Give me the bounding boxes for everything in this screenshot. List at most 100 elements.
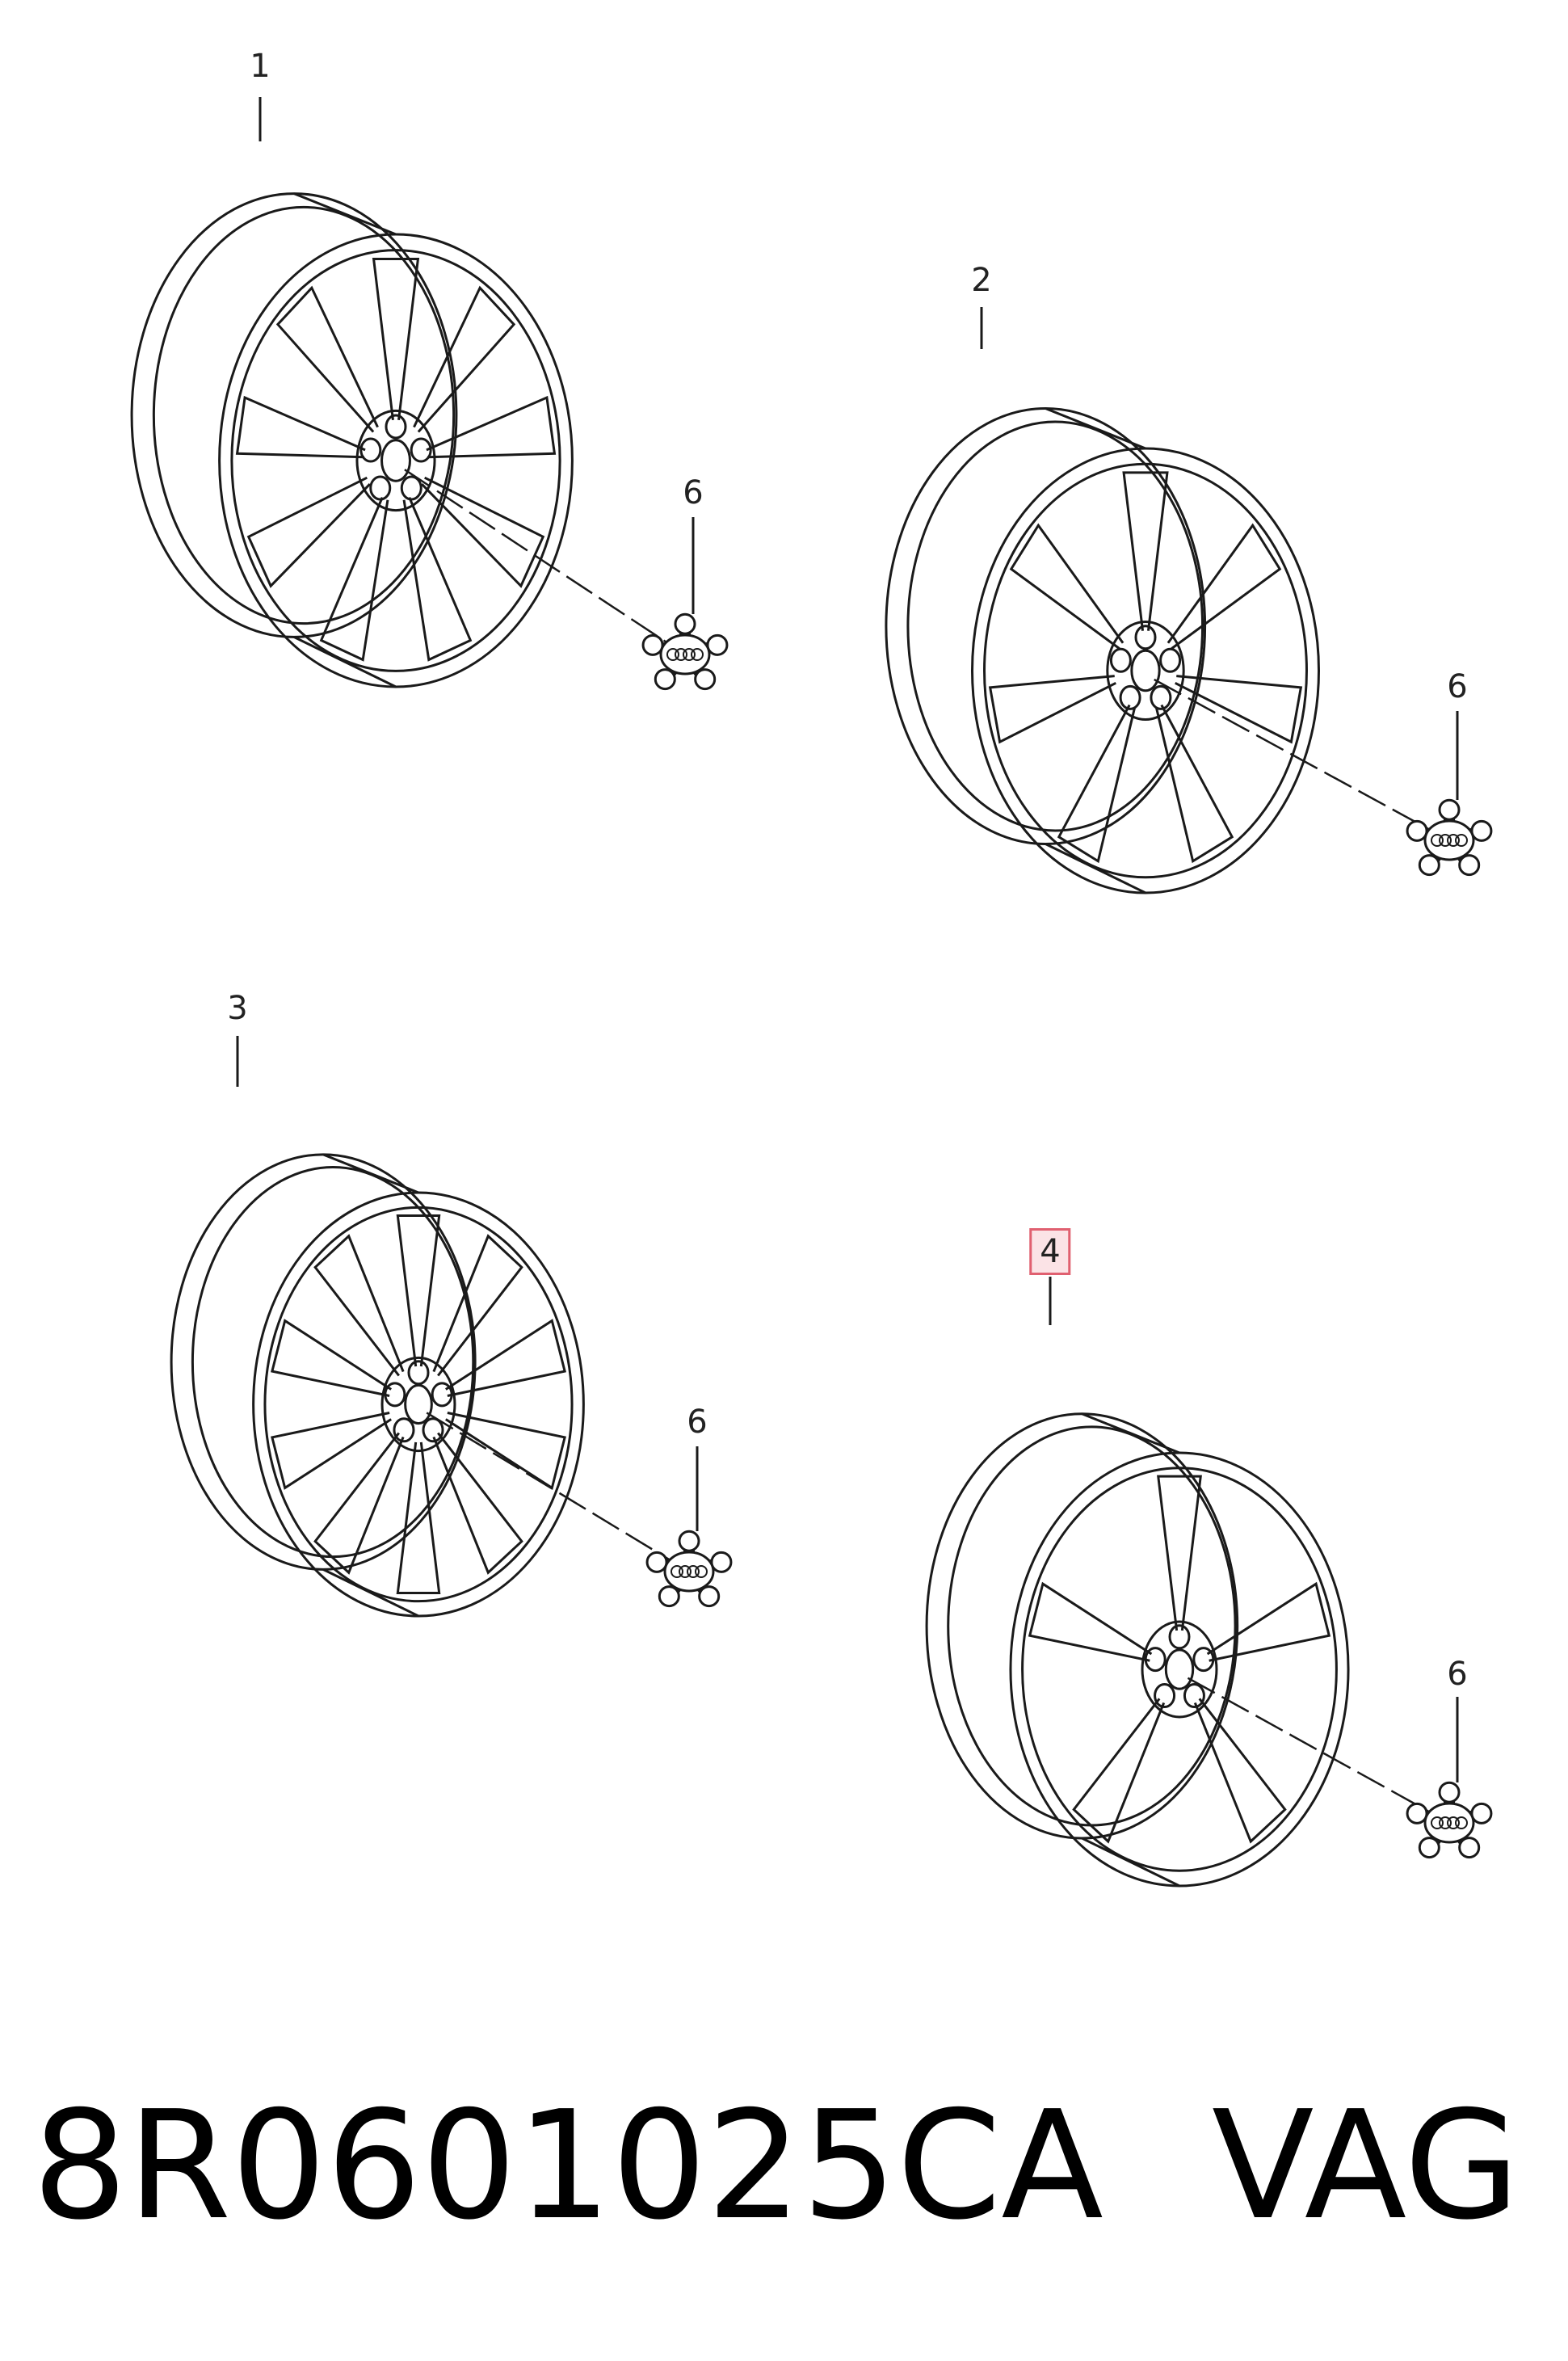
assembly-axis	[426, 1412, 690, 1573]
spoke	[1157, 1475, 1202, 1631]
spoke	[246, 476, 371, 588]
callout-wheel-4[interactable]: 4	[1029, 1228, 1071, 1275]
cap-arm-tip	[1406, 1802, 1428, 1824]
footer-caption: 8R0601025CA VAG	[32, 2085, 1535, 2246]
rim-back-inner	[906, 420, 1204, 832]
barrel-top	[322, 1153, 419, 1194]
cap-emblem-ring	[691, 648, 704, 661]
lug-bolt	[369, 475, 392, 501]
hub	[1106, 621, 1185, 721]
hub	[380, 1356, 456, 1453]
hub	[1141, 1620, 1218, 1719]
spoke	[313, 1234, 405, 1377]
lug-bolt	[1168, 1624, 1191, 1650]
spoke	[1175, 675, 1303, 744]
callout-wheel-3[interactable]: 3	[227, 990, 248, 1027]
spoke	[1206, 1581, 1331, 1662]
cap-emblem-ring	[670, 1565, 683, 1578]
spoke	[402, 497, 473, 662]
spoke	[1072, 1698, 1166, 1844]
rim-face-inner	[1021, 1467, 1338, 1872]
spoke	[235, 395, 366, 459]
cap-emblem-ring	[1431, 834, 1444, 847]
cap-arm-tip	[674, 612, 696, 635]
wheel-3	[170, 1036, 733, 1618]
spoke	[1009, 523, 1125, 650]
lug-bolt	[410, 437, 432, 463]
lug-bolt	[359, 437, 382, 463]
cap-arm-tip	[1470, 1802, 1493, 1824]
lug-bolt	[1134, 625, 1157, 650]
lug-bolt	[385, 414, 407, 440]
center-bore	[380, 439, 411, 482]
spoke	[432, 1234, 523, 1377]
cap-emblem-ring	[1455, 1816, 1468, 1829]
center-cap-2	[1406, 798, 1493, 877]
lug-bolt	[407, 1360, 430, 1386]
cap-body	[1423, 1802, 1475, 1844]
cap-arm-tip	[698, 1585, 721, 1608]
lug-bolt	[1144, 1647, 1167, 1673]
cap-arm-tip	[1406, 819, 1428, 842]
wheel-2	[885, 307, 1493, 894]
cap-emblem-ring	[666, 648, 679, 661]
spoke	[1193, 1698, 1287, 1844]
cap-arm-tip	[1458, 1837, 1481, 1859]
rim-face	[252, 1191, 585, 1618]
spoke	[413, 285, 516, 433]
center-bore	[1130, 649, 1161, 692]
barrel-top	[1045, 407, 1146, 450]
lug-bolt	[1192, 1647, 1215, 1673]
spoke	[396, 1441, 441, 1594]
lug-bolt	[1154, 1683, 1176, 1709]
assembly-axis	[404, 469, 686, 656]
part-number: 8R0601025CA	[32, 2078, 1103, 2253]
cap-emblem-ring	[679, 1565, 692, 1578]
cap-arm-tip	[678, 1530, 700, 1552]
cap-arm-tip	[710, 1551, 733, 1573]
spoke	[445, 1319, 566, 1397]
center-cap-1	[641, 612, 729, 691]
callout-cap-3[interactable]: 6	[687, 1404, 708, 1441]
cap-emblem-ring	[1431, 1816, 1444, 1829]
spoke	[421, 476, 545, 588]
lug-bolt	[431, 1382, 453, 1408]
wheel-1	[130, 97, 729, 691]
spoke	[988, 675, 1116, 744]
cap-body	[1423, 819, 1475, 861]
spoke	[1028, 1581, 1153, 1662]
hub	[355, 409, 436, 512]
spoke	[372, 257, 420, 420]
cap-emblem-ring	[687, 1565, 700, 1578]
rim-back-inner	[191, 1166, 475, 1559]
cap-emblem-ring	[1447, 1816, 1460, 1829]
rim-face	[218, 233, 574, 688]
center-cap-3	[645, 1530, 733, 1608]
cap-arm-tip	[1438, 798, 1461, 821]
lug-bolt	[1183, 1683, 1205, 1709]
callout-wheel-2[interactable]: 2	[971, 262, 992, 299]
wheel-4	[925, 1277, 1493, 1888]
barrel-top	[293, 192, 397, 236]
center-bore	[1164, 1648, 1195, 1690]
rim-face	[1009, 1451, 1350, 1888]
center-cap-4	[1406, 1781, 1493, 1859]
spoke	[432, 1432, 523, 1575]
cap-arm-tip	[694, 668, 717, 691]
spoke	[1122, 471, 1169, 631]
lug-bolt	[1109, 647, 1132, 673]
center-bore	[404, 1383, 433, 1425]
spoke	[426, 395, 557, 459]
spoke	[271, 1412, 392, 1490]
callout-wheel-1[interactable]: 1	[250, 48, 271, 85]
callout-cap-1[interactable]: 6	[683, 474, 704, 511]
rim-face-inner	[983, 462, 1308, 879]
callout-cap-4[interactable]: 6	[1447, 1656, 1468, 1693]
lug-bolt	[384, 1382, 406, 1408]
callout-cap-2[interactable]: 6	[1447, 668, 1468, 705]
cap-emblem-ring	[1455, 834, 1468, 847]
cap-arm-tip	[658, 1585, 680, 1608]
spoke	[1057, 704, 1136, 864]
cap-body	[659, 633, 711, 675]
barrel-top	[1081, 1412, 1180, 1454]
